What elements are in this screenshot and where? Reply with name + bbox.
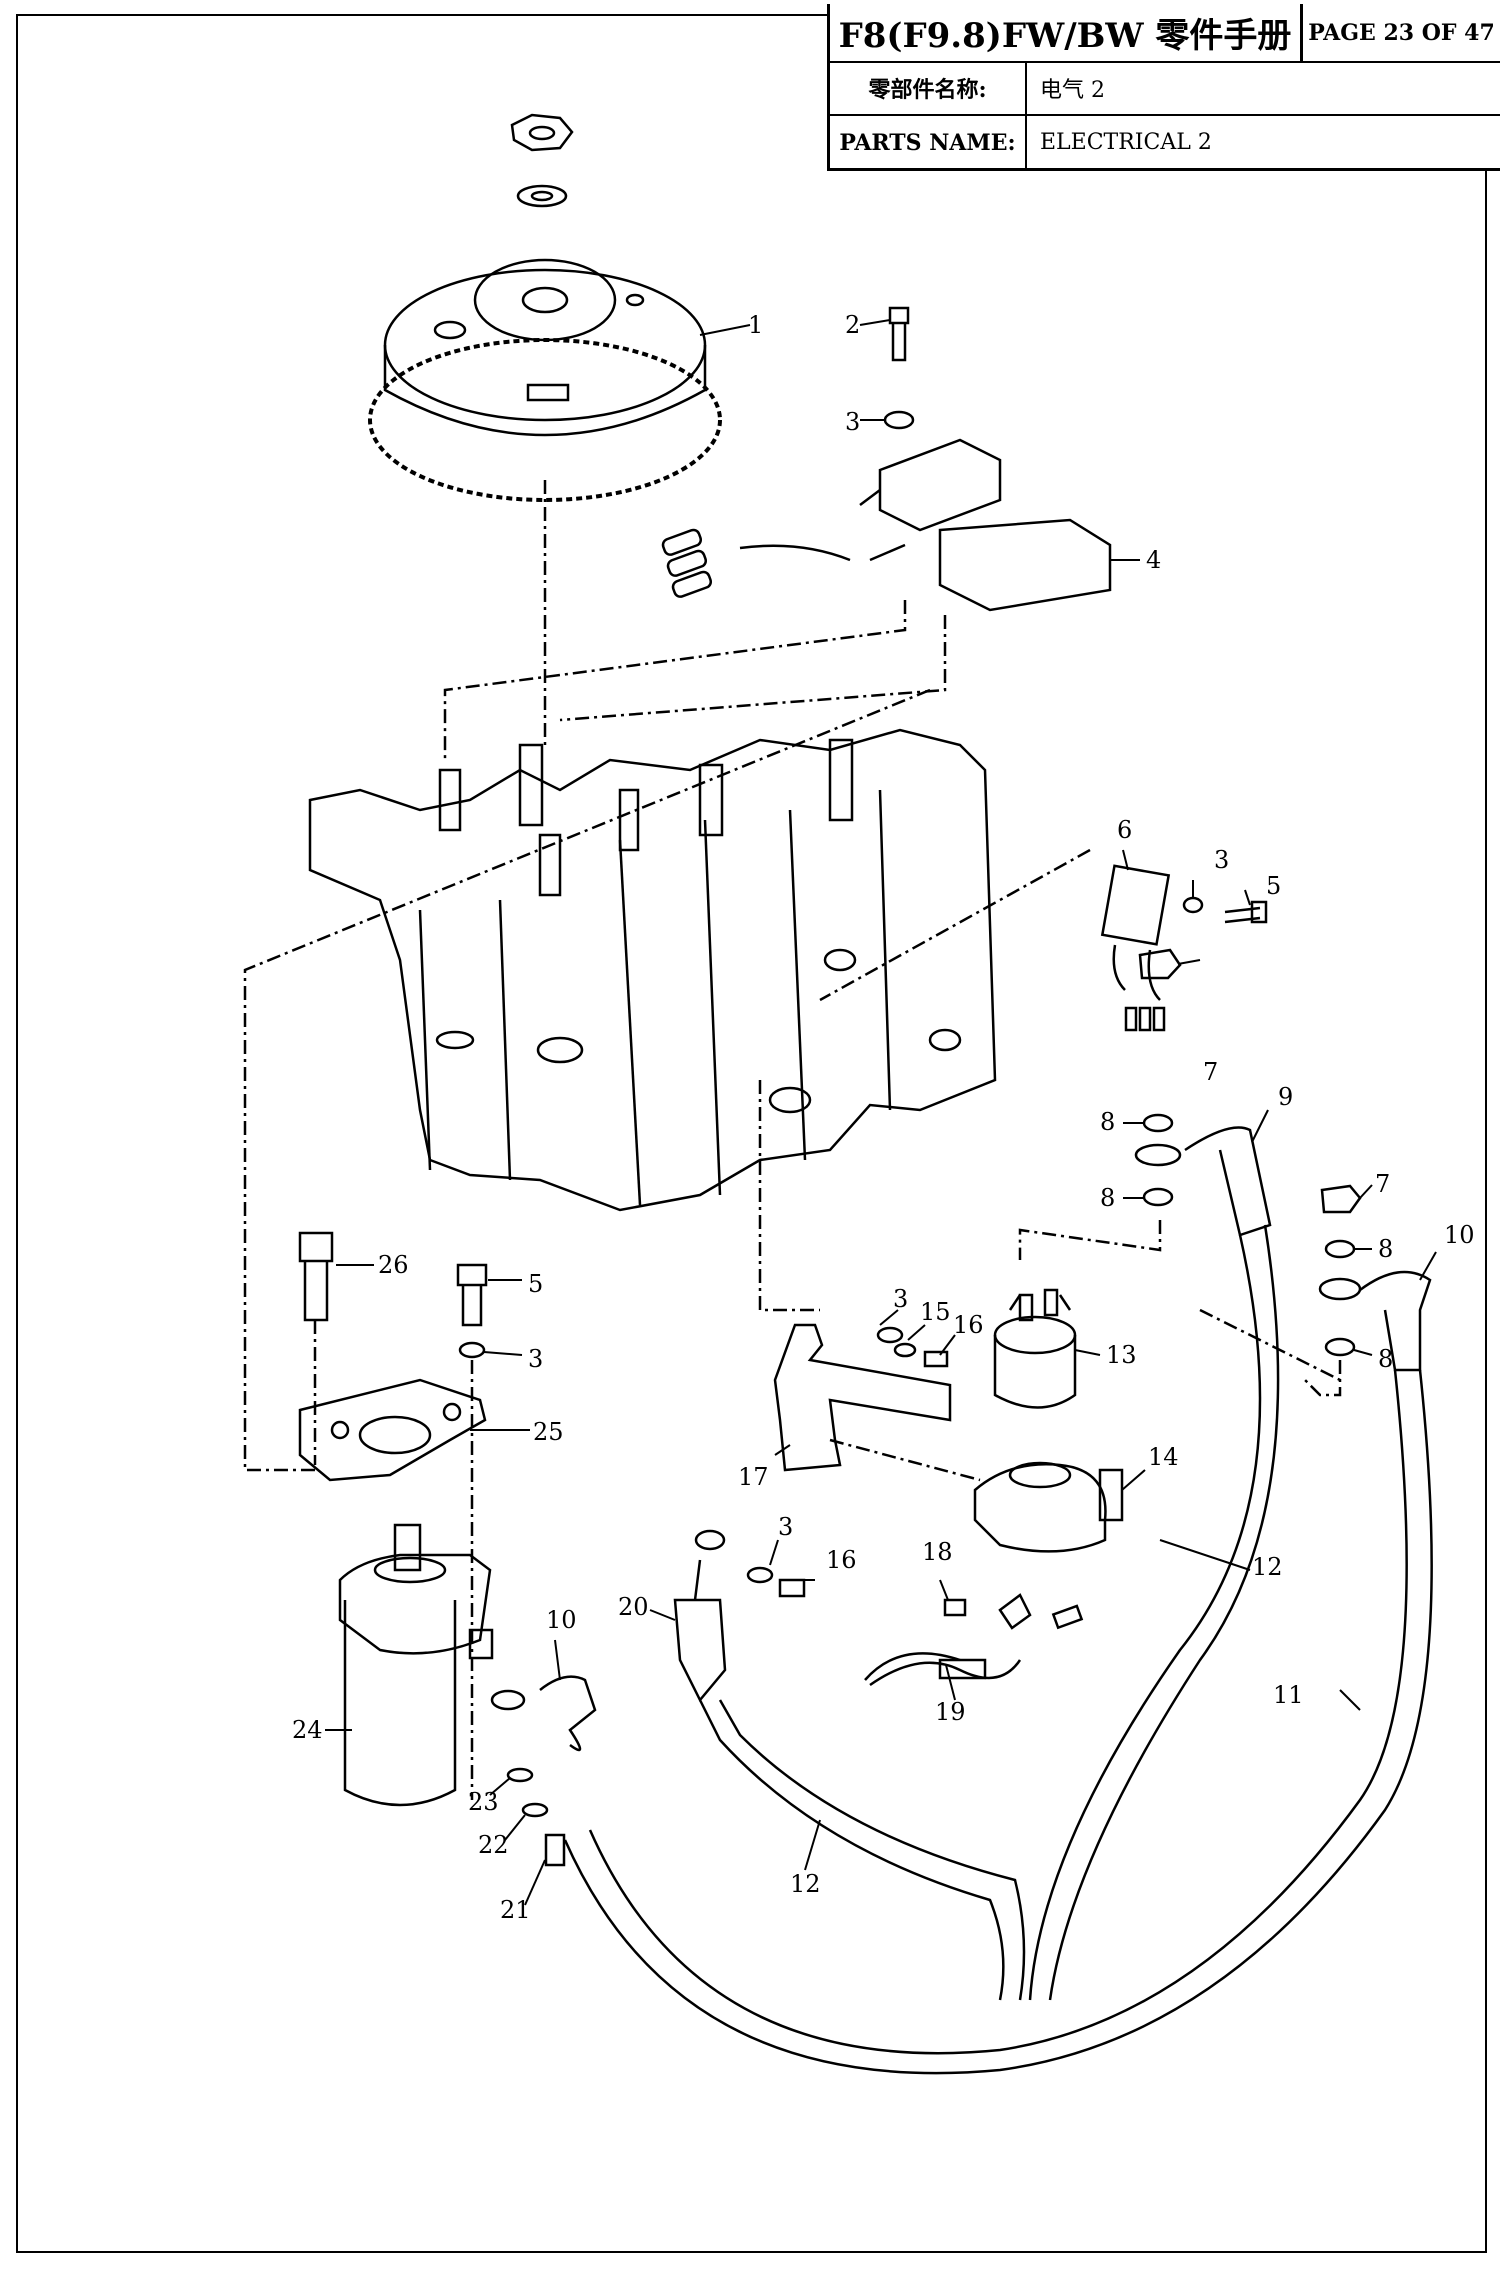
- callout-15: 15: [920, 1298, 951, 1326]
- callout-6: 6: [1117, 816, 1132, 844]
- callout-8: 8: [1100, 1108, 1115, 1136]
- callout-4: 4: [1146, 546, 1161, 574]
- callout-13: 13: [1106, 1341, 1137, 1369]
- parts-name-value-cn: 电气 2: [1040, 77, 1105, 103]
- callout-5: 5: [528, 1270, 543, 1298]
- callout-21: 21: [500, 1896, 531, 1924]
- callout-labels: 1 2 3 4 6 3 5 7 8 9 8 7 8 10 8 26 5 3 3 …: [292, 311, 1475, 1924]
- parts-name-value-en: ELECTRICAL 2: [1040, 130, 1212, 155]
- callout-17: 17: [738, 1463, 769, 1491]
- engine-block: [308, 728, 997, 1212]
- callout-14: 14: [1148, 1443, 1179, 1471]
- callout-12: 12: [1252, 1553, 1283, 1581]
- battery-cable-11: [563, 1184, 1433, 2075]
- callout-26: 26: [378, 1251, 409, 1279]
- flywheel-nut: [510, 113, 574, 208]
- title-block: F8(F9.8)FW/BW 零件手册 PAGE 23 OF 47 零部件名称: …: [827, 4, 1500, 171]
- callout-9: 9: [1278, 1083, 1293, 1111]
- starter-relay: [973, 1288, 1124, 1553]
- row-divider: [830, 114, 1500, 116]
- callout-16: 16: [953, 1311, 984, 1339]
- callout-22: 22: [478, 1831, 509, 1859]
- callout-3: 3: [893, 1285, 908, 1313]
- ignition-coil: [661, 438, 1112, 612]
- callout-11: 11: [1273, 1681, 1304, 1709]
- callout-2: 2: [845, 311, 860, 339]
- bolt-5: [456, 1263, 488, 1359]
- document-title: F8(F9.8)FW/BW 零件手册: [830, 4, 1303, 61]
- page-frame: [16, 14, 1487, 2253]
- callout-10: 10: [546, 1606, 577, 1634]
- parts-name-label-cn: 零部件名称:: [830, 61, 1027, 114]
- callout-12: 12: [790, 1870, 821, 1898]
- title-row: F8(F9.8)FW/BW 零件手册 PAGE 23 OF 47: [830, 4, 1500, 63]
- callout-10: 10: [1444, 1221, 1475, 1249]
- fuse-holder: [864, 1593, 1084, 1687]
- page-number: PAGE 23 OF 47: [1308, 19, 1495, 46]
- callout-20: 20: [618, 1593, 649, 1621]
- starter-motor: [338, 1523, 494, 1807]
- callout-3: 3: [845, 408, 860, 436]
- callout-7: 7: [1203, 1058, 1218, 1086]
- callout-19: 19: [935, 1698, 966, 1726]
- bracket-17: [773, 1323, 952, 1472]
- callout-8: 8: [1100, 1184, 1115, 1212]
- bolt-2: [883, 306, 915, 430]
- callout-3: 3: [778, 1513, 793, 1541]
- callout-16: 16: [826, 1546, 857, 1574]
- starter-bracket-25: [298, 1378, 487, 1482]
- flywheel: [368, 258, 722, 502]
- battery-cable-9: [1028, 948, 1280, 2001]
- callout-7: 7: [1375, 1170, 1390, 1198]
- callout-1: 1: [748, 311, 763, 339]
- parts-name-label-en: PARTS NAME:: [830, 116, 1027, 169]
- callout-8: 8: [1378, 1345, 1393, 1373]
- callout-5: 5: [1266, 872, 1281, 900]
- callout-3: 3: [1214, 846, 1229, 874]
- callout-8: 8: [1378, 1235, 1393, 1263]
- battery-cable-12: [673, 1529, 1026, 2001]
- rectifier: [1100, 864, 1268, 1032]
- callout-3: 3: [528, 1345, 543, 1373]
- starter-cable-10: [490, 1675, 597, 1867]
- bolt-26: [298, 1231, 334, 1322]
- callout-25: 25: [533, 1418, 564, 1446]
- callout-18: 18: [922, 1538, 953, 1566]
- callout-24: 24: [292, 1716, 323, 1744]
- callout-23: 23: [468, 1788, 499, 1816]
